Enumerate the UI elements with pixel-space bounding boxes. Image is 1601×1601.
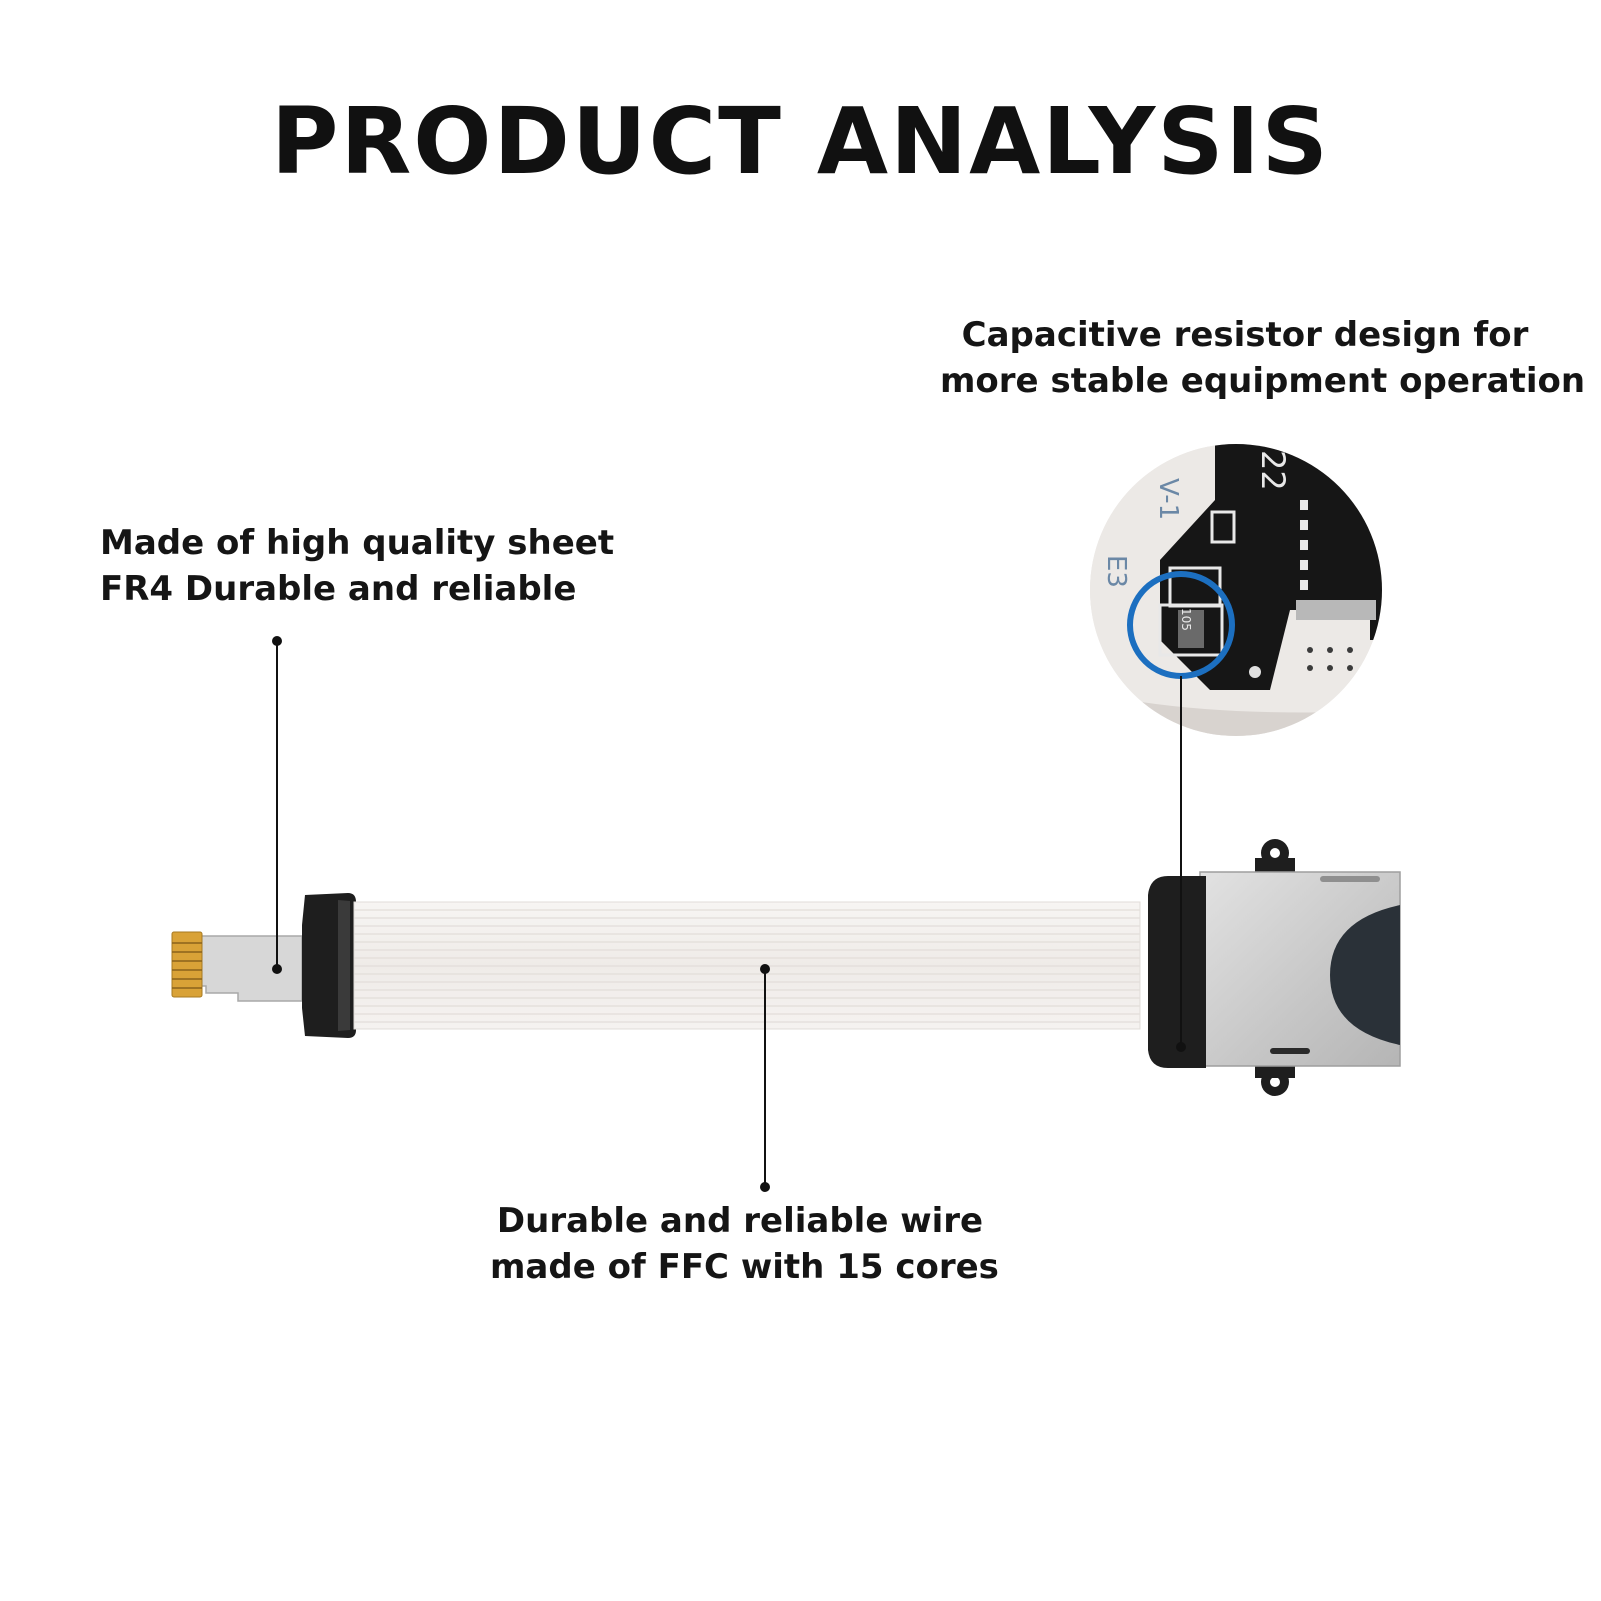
callout-dot-fr4-bottom: [272, 964, 282, 974]
callout-capacitor-line2: more stable equipment operation: [940, 361, 1586, 401]
ffc-ribbon-cable: [353, 901, 1141, 1030]
micro-sd-connector: [171, 893, 356, 1038]
zoom-marking-105: 105: [1179, 608, 1193, 631]
callout-capacitor-line1: Capacitive resistor design for: [961, 315, 1529, 355]
callout-ffc-line1: Durable and reliable wire: [496, 1201, 984, 1241]
zoom-detail-circle: V-1 E3 22 105: [1090, 444, 1382, 736]
callout-ffc-text: Durable and reliable wire made of FFC wi…: [490, 1198, 999, 1290]
zoom-marking-e3: E3: [1101, 555, 1131, 588]
callout-ffc-line2: made of FFC with 15 cores: [490, 1247, 999, 1287]
callout-fr4-line1: Made of high quality sheet: [100, 523, 615, 563]
callout-dot-fr4-top: [272, 636, 282, 646]
page-title: PRODUCT ANALYSIS: [271, 88, 1330, 195]
zoom-marking-22: 22: [1254, 450, 1292, 491]
callout-fr4-line2: FR4 Durable and reliable: [100, 569, 577, 609]
callout-fr4-text: Made of high quality sheet FR4 Durable a…: [100, 520, 614, 612]
gold-contacts: [171, 931, 203, 998]
callout-lines: [272, 636, 1186, 1192]
callout-dot-ffc-top: [760, 964, 770, 974]
svg-text:V-1: V-1: [1153, 478, 1183, 520]
callout-dot-ffc-bottom: [760, 1182, 770, 1192]
sd-card-socket: [1148, 839, 1401, 1096]
callout-dot-capacitor: [1176, 1042, 1186, 1052]
callout-capacitor-text: Capacitive resistor design for more stab…: [940, 312, 1586, 404]
